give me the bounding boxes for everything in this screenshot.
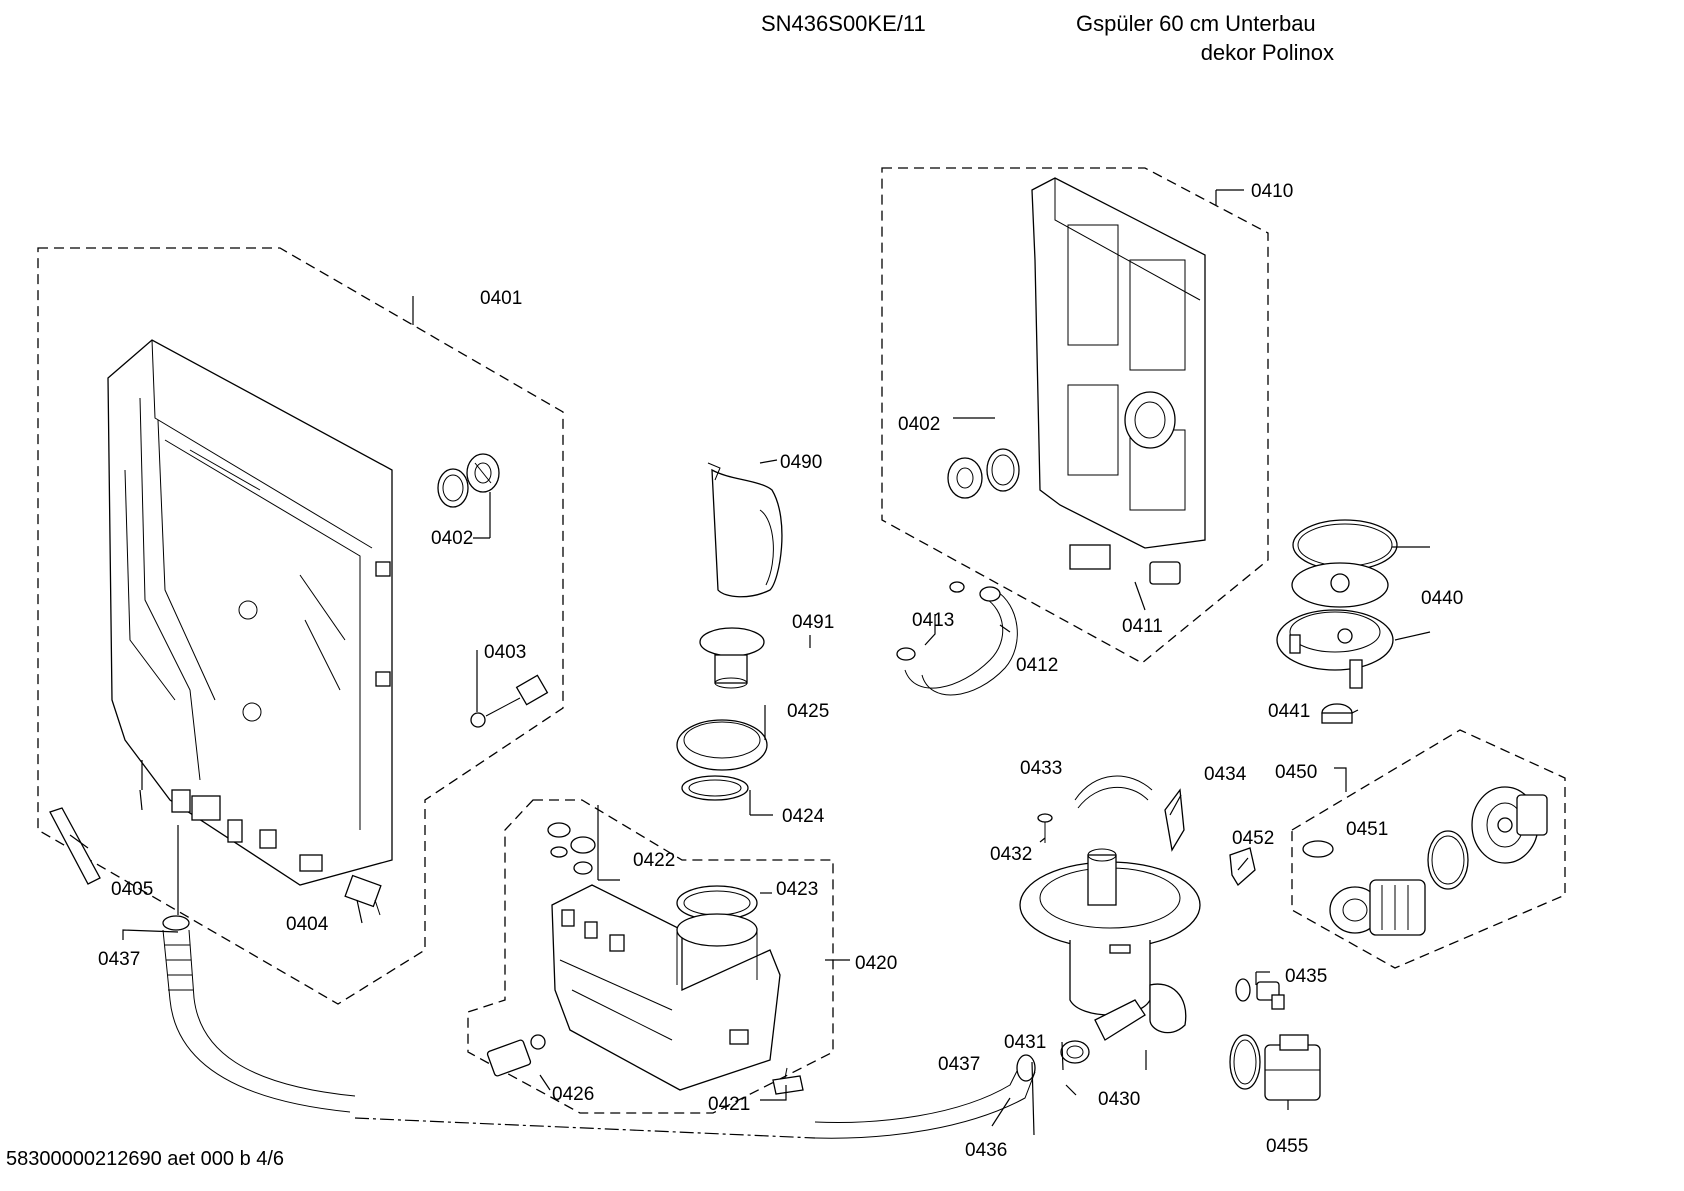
flange-0402-right	[947, 457, 983, 499]
label-0410: 0410	[1251, 181, 1293, 202]
label-0455: 0455	[1266, 1136, 1308, 1157]
motor-0450	[1471, 786, 1548, 864]
label-0401: 0401	[480, 288, 522, 309]
seal-ring-0402-right	[986, 448, 1020, 492]
document-code: 58300000212690 aet 000 b 4/6	[6, 1148, 285, 1170]
flange-0402	[466, 453, 500, 493]
label-0437-left: 0437	[98, 949, 140, 970]
washers-0422	[547, 822, 596, 875]
label-0432: 0432	[990, 844, 1032, 865]
appliance-finish: dekor Polinox	[1200, 40, 1334, 65]
label-0412: 0412	[1016, 655, 1058, 676]
label-0420: 0420	[855, 953, 897, 974]
lever-0434	[1164, 788, 1185, 852]
pump-0455	[1229, 1034, 1321, 1101]
label-0402-left: 0402	[431, 528, 473, 549]
screw-0432	[1037, 813, 1053, 843]
funnel-0490	[707, 462, 783, 598]
hose-0436	[814, 1054, 1036, 1139]
clamp-0451	[1302, 840, 1334, 858]
label-0405: 0405	[111, 879, 153, 900]
label-0426: 0426	[552, 1084, 594, 1105]
label-0423: 0423	[776, 879, 818, 900]
label-0413: 0413	[912, 610, 954, 631]
nozzle-0435	[1235, 978, 1285, 1010]
panel-0410	[1031, 177, 1206, 585]
hose-0437-left	[162, 915, 356, 1113]
appliance-description: Gspüler 60 cm Unterbau	[1076, 11, 1316, 36]
pump-0451	[1329, 879, 1426, 936]
part-0452	[1229, 847, 1256, 887]
label-0436: 0436	[965, 1140, 1007, 1161]
label-0451: 0451	[1346, 819, 1388, 840]
cover-0440	[1276, 609, 1394, 689]
side-wall-panel	[107, 339, 393, 886]
softener-body	[551, 884, 781, 1091]
group-box-0401	[37, 247, 564, 1005]
label-0404: 0404	[286, 914, 329, 935]
leader-lines	[69, 189, 1431, 1136]
seal-0450	[1427, 830, 1469, 890]
hose-0412	[904, 586, 1018, 696]
model-number: SN436S00KE/11	[761, 11, 926, 36]
label-0452: 0452	[1232, 828, 1274, 849]
label-0402-right: 0402	[898, 414, 940, 435]
label-0421: 0421	[708, 1094, 750, 1115]
label-0422: 0422	[633, 850, 675, 871]
label-0431: 0431	[1004, 1032, 1046, 1053]
label-0433: 0433	[1020, 758, 1062, 779]
label-0430: 0430	[1098, 1089, 1140, 1110]
label-0491: 0491	[792, 612, 834, 633]
label-0425: 0425	[787, 701, 829, 722]
hose-centerline	[354, 1117, 816, 1139]
label-0440: 0440	[1421, 588, 1463, 609]
impeller-0441	[1321, 703, 1353, 724]
cap-0491	[699, 627, 765, 689]
ring-0424	[681, 775, 749, 801]
group-box-0450	[1291, 729, 1566, 969]
sleeve-0431	[1060, 1040, 1090, 1064]
sensor-0404	[344, 874, 382, 916]
disc-0440	[1291, 562, 1389, 608]
group-box-0410	[881, 167, 1269, 664]
label-0437-right: 0437	[938, 1054, 980, 1075]
label-0403: 0403	[484, 642, 526, 663]
label-0434: 0434	[1204, 764, 1247, 785]
group-box-0420	[467, 799, 834, 1114]
label-0450: 0450	[1275, 762, 1317, 783]
nozzle-0403	[470, 674, 549, 728]
label-0411: 0411	[1122, 616, 1163, 637]
label-0424: 0424	[782, 806, 825, 827]
valve-0426	[486, 1034, 546, 1077]
label-0435: 0435	[1285, 966, 1327, 987]
seal-ring-0402	[437, 468, 469, 508]
label-0441: 0441	[1268, 701, 1310, 722]
clip-0421	[772, 1067, 804, 1095]
clip-0405	[49, 807, 101, 885]
sump-0430	[1019, 848, 1201, 1041]
clamps-0413	[896, 581, 965, 661]
bracket-0433	[1074, 775, 1153, 809]
label-0490: 0490	[780, 452, 822, 473]
lid-0425	[676, 719, 768, 771]
